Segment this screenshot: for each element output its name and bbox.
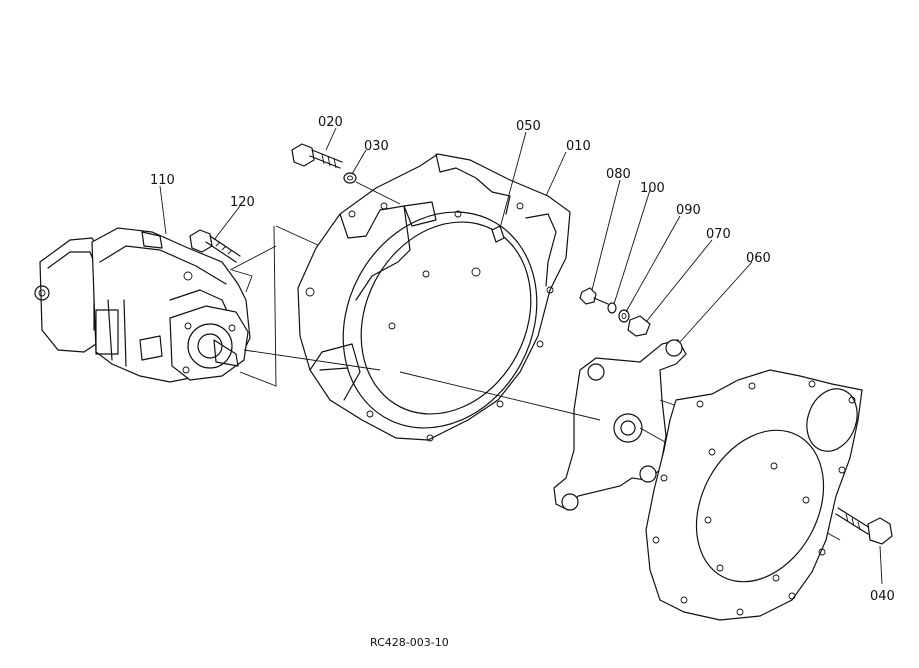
adapter-plate[interactable] (645, 369, 865, 621)
dowel-pin-050[interactable] (491, 225, 505, 243)
washer-090[interactable] (618, 309, 630, 323)
coupling-plate-060[interactable] (553, 339, 687, 511)
callout-120: 120 (230, 195, 255, 210)
callout-labels: 010 020 030 040 050 060 070 080 090 100 … (150, 115, 895, 604)
washer-100[interactable] (607, 302, 617, 314)
bolt-020-axis (355, 181, 401, 205)
bolt-120[interactable] (189, 229, 241, 263)
mounting-plane (239, 225, 321, 387)
callout-100: 100 (640, 181, 665, 196)
leader-lines (159, 127, 883, 585)
flywheel-housing[interactable] (297, 153, 574, 462)
callout-060: 060 (746, 251, 771, 266)
callout-050: 050 (516, 119, 541, 134)
callout-080: 080 (606, 167, 631, 182)
callout-030: 030 (364, 139, 389, 154)
collar-070[interactable] (627, 315, 651, 337)
assembly-line (229, 245, 277, 271)
bolt-040[interactable] (835, 507, 893, 545)
bolt-020[interactable] (291, 143, 343, 169)
callout-010: 010 (566, 139, 591, 154)
drawing-code: RC428-003-10 (370, 636, 449, 649)
callout-090: 090 (676, 203, 701, 218)
callout-070: 070 (706, 227, 731, 242)
callout-020: 020 (318, 115, 343, 130)
callout-040: 040 (870, 589, 895, 604)
hydraulic-pump-assembly[interactable] (34, 227, 253, 383)
bolt-080[interactable] (579, 287, 609, 305)
callout-110: 110 (150, 173, 175, 188)
washer-030[interactable] (343, 172, 357, 184)
